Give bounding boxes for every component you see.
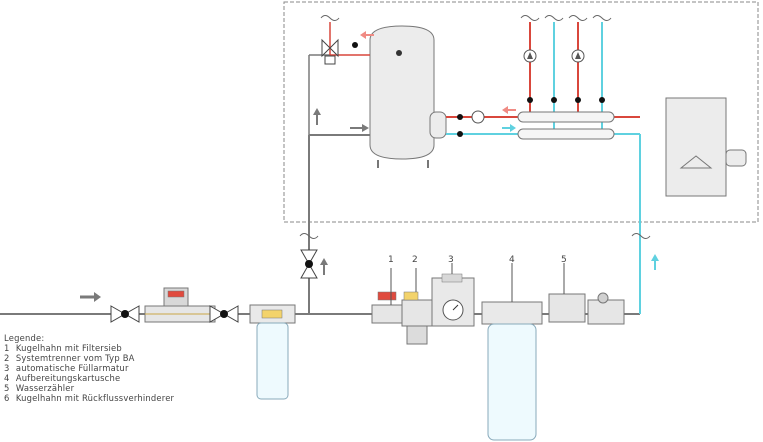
mixing-valve-icon [321,38,339,65]
flow-arrow-icon [502,106,516,114]
callout-4: 4 [509,255,515,265]
break-symbol-icon [299,233,651,239]
heat-generator [665,97,747,197]
legend-item: 5 Wasserzähler [4,383,75,393]
callout-5: 5 [561,255,567,265]
expansion-vessel [429,111,447,139]
flow-arrow-icon [320,258,328,275]
treatment-cartridge [481,263,543,441]
flow-arrow-icon [502,124,516,132]
main-fill-line [0,54,641,315]
ball-valve-icon [209,305,239,323]
pump-icon [471,110,485,124]
flow-arrow-icon [350,124,369,132]
pump-icon [571,49,585,63]
legend-item: 2 Systemtrenner vom Typ BA [4,353,135,363]
legend-item: 6 Kugelhahn mit Rückflussverhinderer [4,393,175,403]
distribution-manifold [517,111,615,140]
boiler-room-frame [283,1,759,223]
water-meter-icon [144,287,216,323]
pump-icon [523,49,537,63]
legend: Legende: 1 Kugelhahn mit Filtersieb 2 Sy… [4,333,234,403]
break-symbol-icon [320,15,612,21]
callout-3: 3 [448,255,454,265]
legend-item: 1 Kugelhahn mit Filtersieb [4,343,122,353]
callout-2: 2 [412,255,418,265]
flow-arrow-icon [651,254,659,270]
cold-return-line [446,22,641,195]
callout-1: 1 [388,255,394,265]
legend-title: Legende: [4,333,45,343]
ball-valve-icon [110,305,140,323]
storage-tank [369,25,435,168]
flow-arrow-icon [80,292,101,302]
filter-housing-icon [249,304,296,400]
system-separator-assembly [401,268,433,345]
flow-arrow-icon [360,31,374,39]
legend-item: 4 Aufbereitungskartusche [4,373,121,383]
fill-fitting-assembly [431,263,475,327]
ball-valve-icon [300,249,318,279]
water-meter-icon [548,263,586,323]
circuit-valves [352,42,605,137]
legend-item: 3 automatische Füllarmatur [4,363,129,373]
flow-arrow-icon [313,108,321,125]
check-valve-assembly [587,292,625,325]
strainer-valve-assembly [371,268,403,324]
